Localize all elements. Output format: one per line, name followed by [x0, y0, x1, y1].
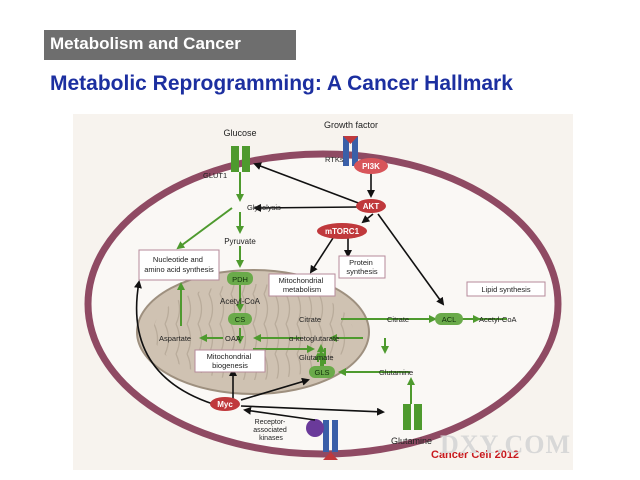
mtorc1-node: mTORC1	[317, 223, 367, 239]
regulatory-arrows	[134, 162, 445, 421]
acl-node: ACL	[435, 313, 463, 325]
glut1-label: GLUT1	[203, 171, 227, 180]
akg-label: α-ketoglutarate	[289, 334, 339, 343]
glut1-transporter	[231, 146, 250, 172]
mitochondrial-biogenesis-box: Mitochondrial biogenesis	[194, 349, 266, 373]
metabolism-diagram: PI3K AKT mTORC1 Myc PDH CS ACL GLS Nucle…	[73, 114, 573, 470]
glucose-label: Glucose	[223, 128, 256, 138]
mitochondrial-metabolism-box: Mitochondrial metabolism	[268, 273, 336, 297]
lipid-synthesis-box: Lipid synthesis	[466, 281, 546, 297]
rtk-receptor	[343, 136, 358, 166]
pdh-node: PDH	[227, 272, 253, 285]
oaa-label: OAA	[225, 334, 241, 343]
section-tag: Metabolism and Cancer	[44, 30, 296, 60]
green-pathway-arrows	[176, 172, 507, 404]
aspartate-label: Aspartate	[159, 334, 191, 343]
citrate-cyto-label: Citrate	[387, 315, 409, 324]
gls-label: GLS	[314, 368, 329, 377]
gls-node: GLS	[309, 366, 335, 378]
svg-text:Mitochondrial biogenesis: Mitochondrial biogenesis	[207, 352, 254, 370]
akt-node: AKT	[356, 199, 386, 213]
acetyl-coa-mito-label: Acetyl-CoA	[220, 297, 261, 306]
nucleotide-line: Nucleotide and	[153, 255, 203, 264]
cs-node: CS	[228, 313, 252, 325]
citation-label: Cancer Cell 2012	[431, 449, 519, 461]
pdh-label: PDH	[232, 275, 248, 284]
glutamine-in-label: Glutamine	[379, 368, 413, 377]
nucleotide-synthesis-box: Nucleotide and amino acid synthesis	[138, 249, 220, 281]
rtks-label: RTKs	[325, 155, 344, 164]
lipid-synthesis-label: Lipid synthesis	[481, 285, 530, 294]
mtorc1-label: mTORC1	[325, 227, 360, 236]
citrate-mito-label: Citrate	[299, 315, 321, 324]
watermark: DXY.COM	[440, 430, 571, 459]
myc-node: Myc	[210, 397, 240, 411]
receptor-kinases-label: Receptor- associated kinases	[253, 419, 288, 442]
acetyl-coa-cyto-label: Acetyl-CoA	[479, 315, 517, 324]
section-tag-label: Metabolism and Cancer	[50, 34, 241, 53]
glutamine-transporter	[403, 404, 422, 430]
myc-label: Myc	[217, 400, 233, 409]
glycolysis-label: Glycolysis	[247, 203, 281, 212]
receptor-kinase-complex	[306, 419, 338, 460]
pi3k-node: PI3K	[354, 158, 388, 174]
svg-text:Nucleotide and amino aci: Nucleotide and amino acid synthesis	[144, 255, 214, 274]
protein-synthesis-box: Protein synthesis	[338, 255, 386, 279]
svg-text:Mitochondrial metabolism: Mitochondrial metabolism	[279, 276, 326, 294]
pyruvate-label: Pyruvate	[224, 237, 256, 246]
slide-title: Metabolic Reprogramming: A Cancer Hallma…	[50, 72, 513, 95]
glutamate-label: Glutamate	[299, 353, 334, 362]
akt-label: AKT	[363, 202, 380, 211]
acl-label: ACL	[442, 315, 457, 324]
pi3k-label: PI3K	[362, 162, 380, 171]
cs-label: CS	[235, 315, 245, 324]
metabolite-labels: Glucose Growth factor RTKs GLUT1 Glycoly…	[159, 120, 517, 446]
glutamine-out-label: Glutamine	[391, 436, 432, 446]
nucleotide-line: amino acid synthesis	[144, 265, 214, 274]
growth-factor-label: Growth factor	[324, 120, 378, 130]
svg-text:Protein synthesis: Protein synthesis	[346, 258, 378, 276]
